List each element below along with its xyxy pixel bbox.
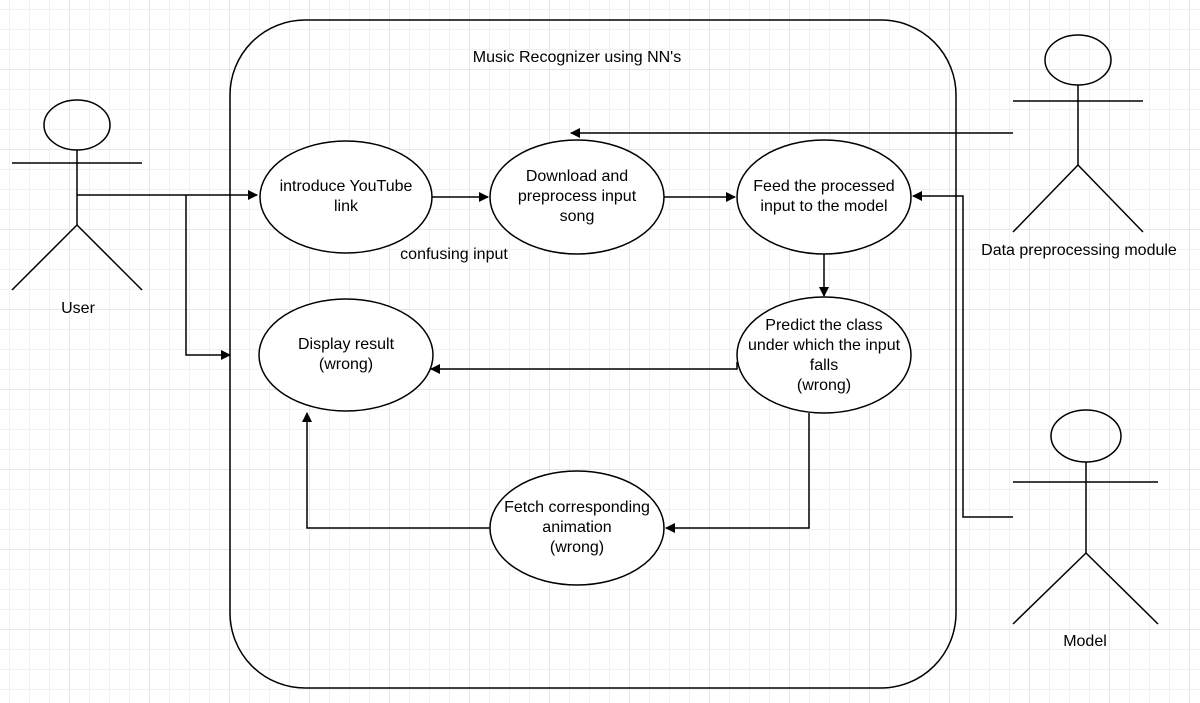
edge-user-to-system[interactable] <box>185 195 231 360</box>
edge-fetch-to-display[interactable] <box>302 412 490 529</box>
system-title: Music Recognizer using NN's <box>472 49 682 66</box>
usecase-display-result-ellipse[interactable] <box>258 298 434 412</box>
actor-data-preprocessing-label: Data preprocessing module <box>981 242 1177 259</box>
actor-model[interactable] <box>1012 409 1159 625</box>
edge-predict-to-display[interactable] <box>430 362 738 374</box>
usecase-feed-model-label: Feed the processed input to the model <box>753 178 895 215</box>
actor-data-preprocessing-module[interactable] <box>1012 34 1144 233</box>
edge-predict-to-fetch[interactable] <box>665 413 810 533</box>
actor-user[interactable] <box>11 99 143 291</box>
usecase-download-preprocess-label: Download and preprocess input song <box>517 168 637 225</box>
usecase-predict-class-label: Predict the class under which the input … <box>747 317 901 394</box>
usecase-fetch-animation-label: Fetch corresponding animation (wrong) <box>504 499 650 556</box>
usecase-introduce-link-label: introduce YouTube link <box>279 178 413 215</box>
usecase-display-result-label: Display result (wrong) <box>297 336 395 373</box>
edge-label-confusing-input: confusing input <box>400 246 508 263</box>
usecase-predict-class-ellipse[interactable] <box>736 296 912 414</box>
actor-model-label: Model <box>1063 633 1107 650</box>
actor-user-label: User <box>61 300 95 317</box>
edge-model-to-feed[interactable] <box>912 191 1013 518</box>
